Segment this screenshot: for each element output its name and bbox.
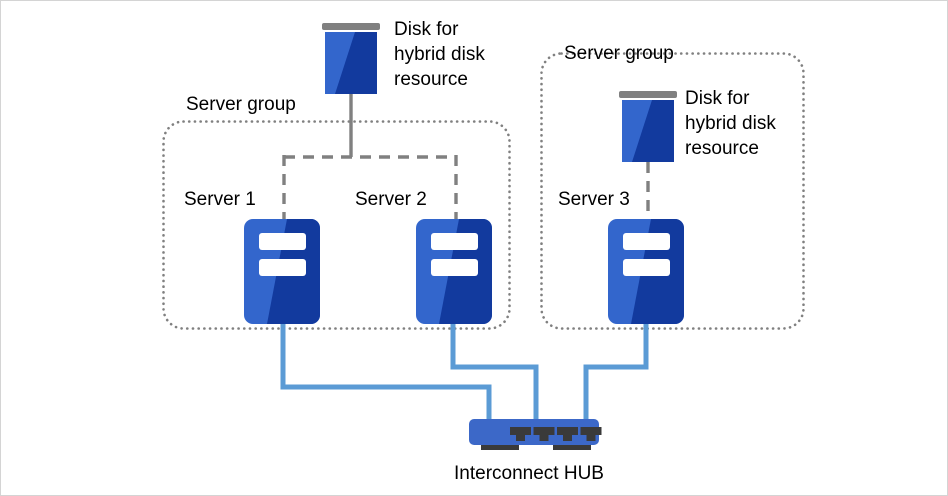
- hub-foot-left: [481, 441, 519, 450]
- server-2-icon: [416, 219, 492, 324]
- shared-hybrid-disk-label: Disk for hybrid disk resource: [394, 19, 485, 90]
- shared-hybrid-disk-icon: [322, 23, 380, 94]
- hub-port-group: [510, 427, 602, 441]
- right-server-group-label: Server group: [564, 43, 674, 64]
- interconnect-hub-icon: [469, 419, 602, 450]
- server-2-label: Server 2: [355, 189, 427, 210]
- hub-port-2: [533, 427, 555, 441]
- server3-hybrid-disk-label: Disk for hybrid disk resource: [685, 88, 776, 159]
- left-server-group-label: Server group: [186, 94, 296, 115]
- left-server-group-border: [162, 120, 511, 330]
- network-line-server2: [450, 324, 539, 421]
- server-3-icon: [608, 219, 684, 324]
- server3-hybrid-disk-icon: [619, 91, 677, 162]
- hub-port-3: [557, 427, 578, 441]
- network-line-server1: [280, 324, 492, 421]
- server-1-label: Server 1: [184, 189, 256, 210]
- server-1-icon: [244, 219, 320, 324]
- server-3-label: Server 3: [558, 189, 630, 210]
- hub-port-4: [580, 427, 602, 441]
- hub-foot-right: [553, 441, 591, 450]
- hub-port-1: [510, 427, 531, 441]
- network-line-server3: [583, 324, 649, 421]
- right-server-group-border: [540, 52, 805, 330]
- interconnect-hub-label: Interconnect HUB: [454, 463, 604, 484]
